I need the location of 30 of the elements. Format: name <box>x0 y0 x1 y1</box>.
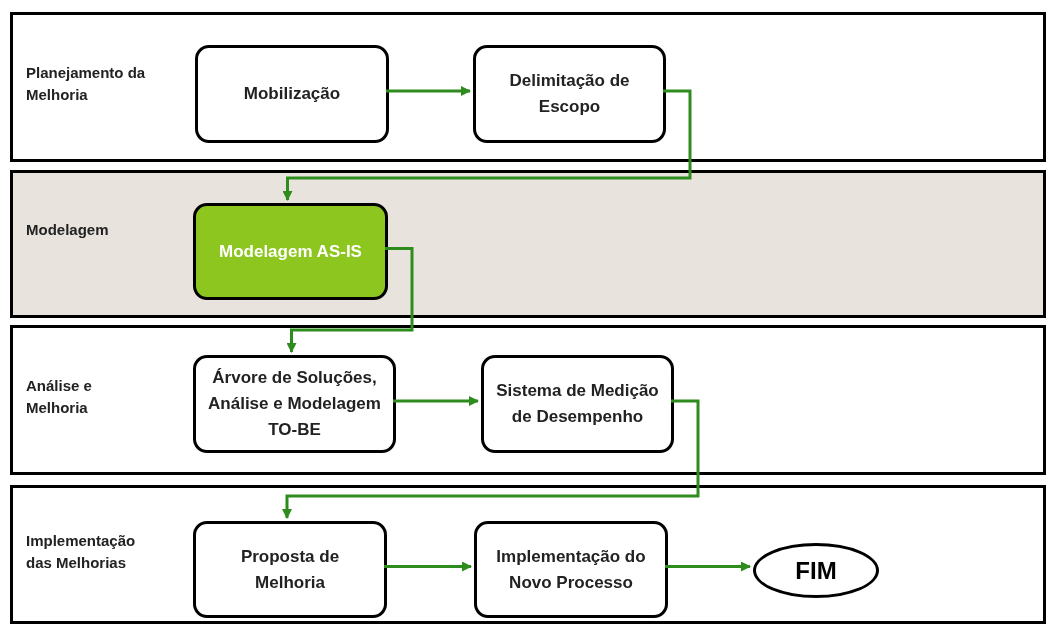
process-box <box>193 355 396 453</box>
box-label: Implementação do Novo Processo <box>495 545 647 594</box>
box-label: Delimitação de Escopo <box>508 70 631 118</box>
process-box <box>193 203 388 300</box>
lane-label: Análise e Melhoria <box>26 376 93 418</box>
lane-label: Implementação das Melhorias <box>26 530 137 573</box>
process-box <box>481 355 674 453</box>
arrow <box>282 399 700 519</box>
arrow <box>665 561 751 572</box>
process-box <box>473 45 666 143</box>
box-label: Mobilização <box>243 83 341 105</box>
arrow <box>282 89 692 201</box>
swimlane <box>10 170 1046 318</box>
box-label: FIM <box>795 555 837 586</box>
process-box <box>195 45 389 143</box>
process-box <box>474 521 668 618</box>
arrow <box>386 86 471 96</box>
process-box <box>193 521 387 618</box>
box-label: Árvore de Soluções, Análise e Modelagem TO-BE <box>208 367 381 441</box>
box-label: Sistema de Medição de Desempenho <box>496 380 659 428</box>
lane-label: Planejamento da Melhoria <box>26 63 147 105</box>
box-label: Modelagem AS-IS <box>219 240 362 263</box>
swimlane <box>10 485 1046 624</box>
arrow <box>393 396 479 406</box>
arrow <box>384 561 472 572</box>
box-label: Proposta de Melhoria <box>239 545 341 594</box>
swimlane <box>10 325 1046 475</box>
swimlane <box>10 12 1046 162</box>
arrow <box>286 247 414 353</box>
lane-label: Modelagem <box>26 220 110 240</box>
